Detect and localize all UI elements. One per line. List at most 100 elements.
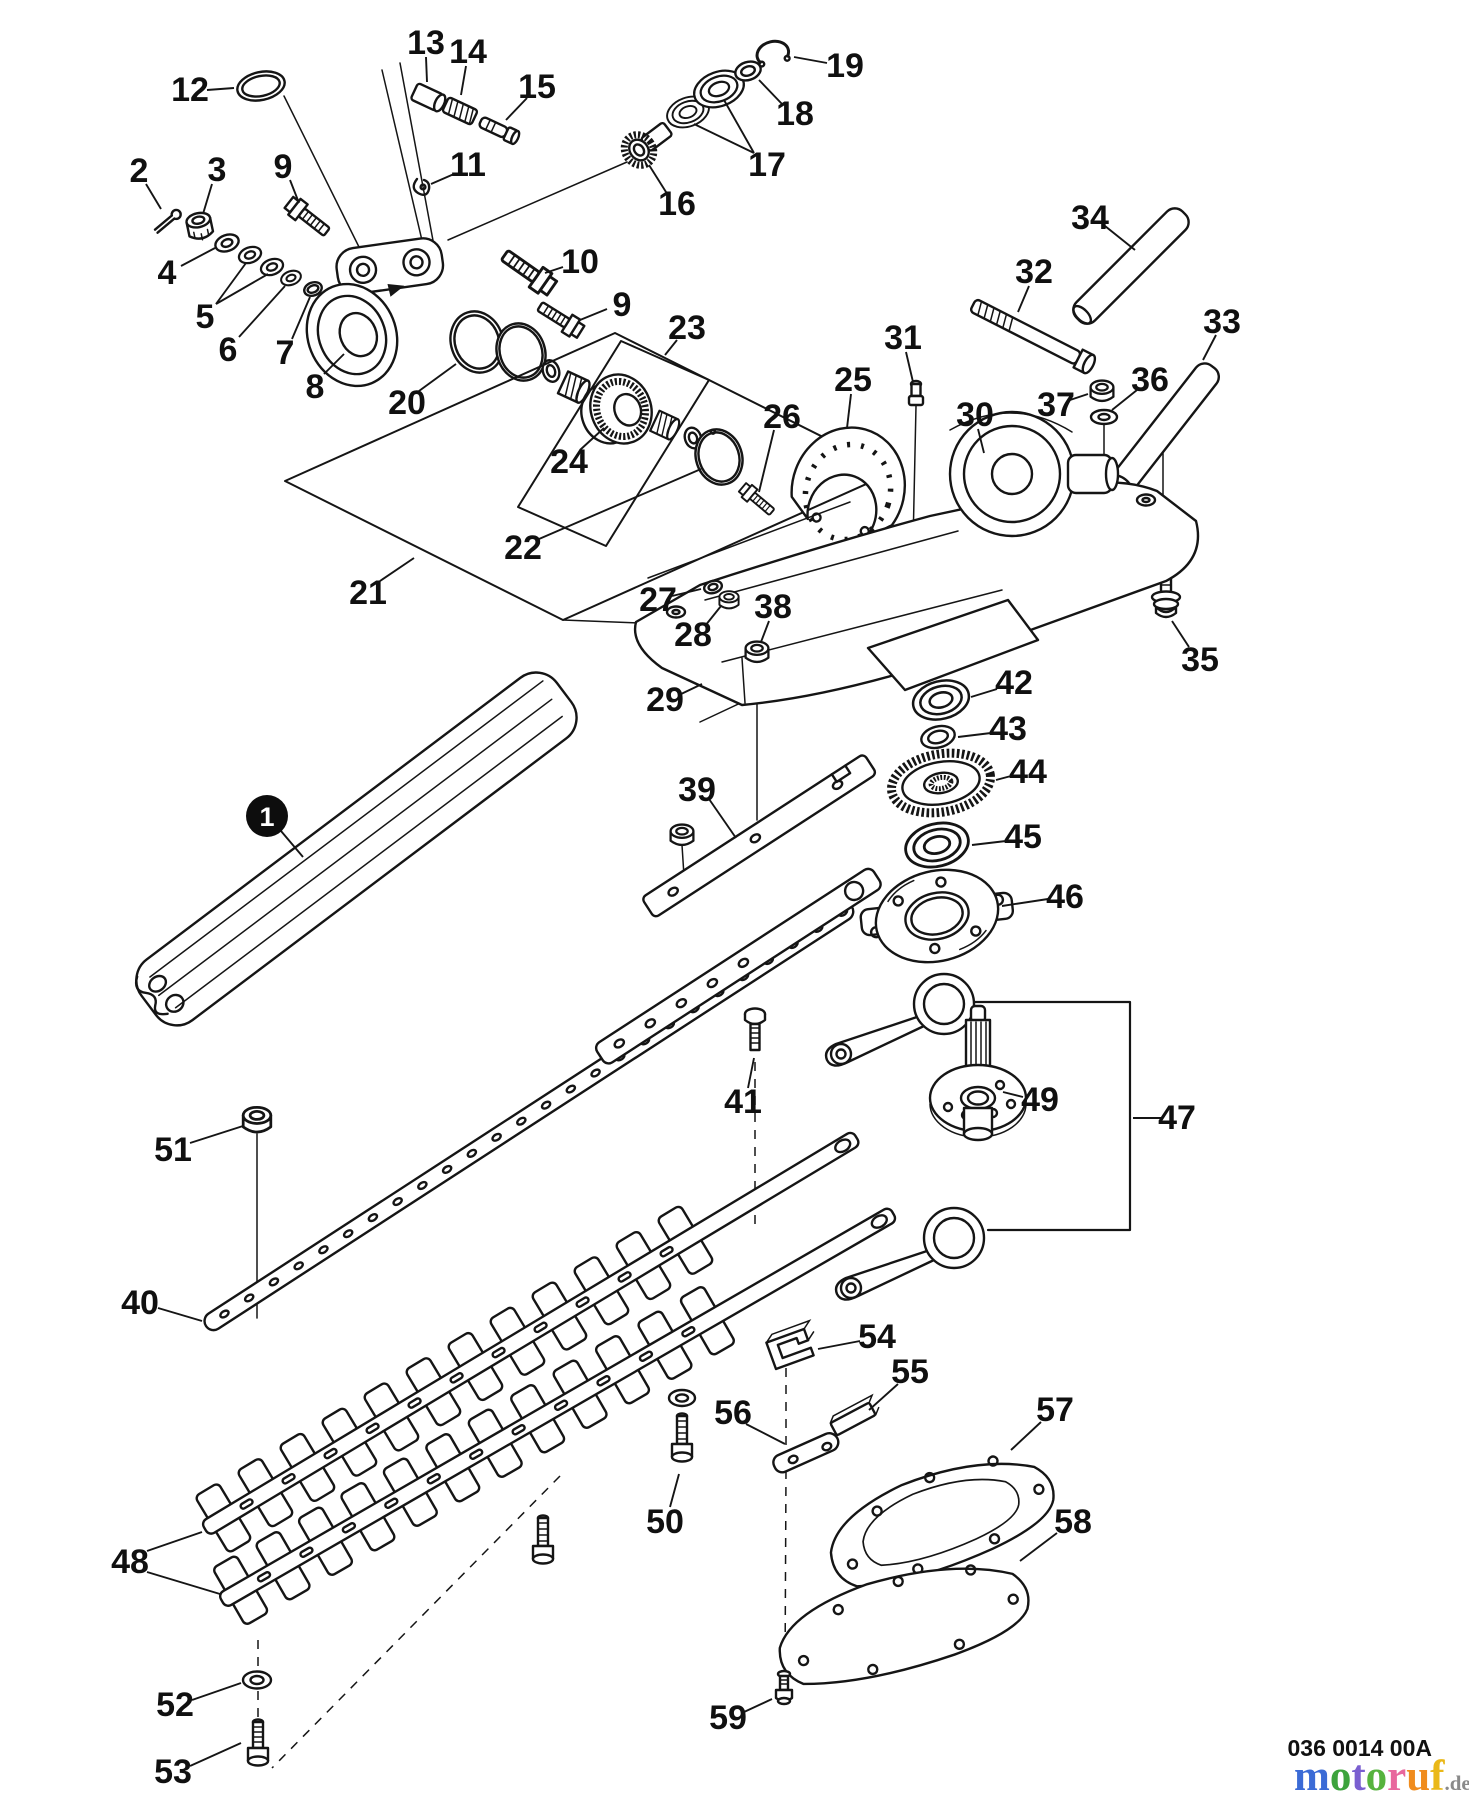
part-label-58: 58 [1054,1503,1092,1541]
leader-line-48 [146,1531,203,1552]
leader-line-54 [817,1340,861,1350]
part-label-38: 38 [754,588,792,626]
part-5-washer-b [257,254,287,280]
leader-line-41 [747,1057,755,1089]
part-label-9: 9 [274,148,293,186]
part-43-washer [920,724,956,750]
part-24-coupler [580,373,653,445]
leader-line-30 [977,428,985,454]
part-13-sleeve [410,82,447,113]
part-7-ring [303,280,323,298]
leader-line-28 [704,605,722,627]
blade-bolt-middle [531,1514,555,1565]
leader-line-59 [743,1698,773,1713]
leader-line-3 [202,183,213,215]
part-46-bearing-flange [859,868,1015,964]
part-36-washer [1089,408,1119,426]
part-label-41: 41 [724,1083,762,1121]
part-45-bearing [899,815,975,875]
leader-line-16 [648,164,667,193]
part-1-blade-cover [134,671,578,1027]
leader-line-31 [905,351,914,383]
part-5-washer-a [235,242,265,268]
leader-line-13 [425,56,428,83]
part-label-18: 18 [776,95,814,133]
part-label-21: 21 [349,574,387,612]
part-label-12: 12 [171,71,209,109]
part-label-52: 52 [156,1686,194,1724]
leader-line-37 [1069,393,1089,401]
leader-line-17 [693,123,755,154]
leader-line-45 [971,840,1007,846]
leader-line-10 [544,266,564,274]
leader-line-19 [793,56,828,64]
leader-line-44 [995,775,1012,781]
part-label-56: 56 [714,1394,752,1432]
leader-line-22 [538,468,702,540]
part-51-nut [241,1105,273,1134]
part-48-blade-lower [213,1207,897,1625]
part-label-10: 10 [561,243,599,281]
leader-line-17 [723,99,755,154]
leader-line-20 [418,363,457,392]
part-21-box [284,332,894,621]
leader-lines [145,56,1217,1767]
part-label-25: 25 [834,361,872,399]
part-label-49: 49 [1021,1081,1059,1119]
part-label-34: 34 [1071,199,1109,237]
part-label-50: 50 [646,1503,684,1541]
part-47-bracket-lines [966,1000,1132,1232]
part-58-plate [778,1564,1030,1686]
part-label-15: 15 [518,68,556,106]
leader-line-9 [289,179,300,204]
part-label-28: 28 [674,616,712,654]
part-25-guard-plate [790,426,906,543]
leader-line-46 [1001,898,1049,907]
leader-line-23 [664,339,678,356]
leader-line-56 [745,1423,786,1445]
flange-nut-b [669,823,695,847]
part-label-30: 30 [956,396,994,434]
leader-line-32 [1017,285,1030,313]
part-6-washer [278,267,304,289]
part-52-washer [241,1670,273,1690]
part-label-32: 32 [1015,253,1053,291]
part-54-clamp [765,1319,815,1371]
leader-line-24 [579,427,605,451]
needle-bushing-b [649,409,681,441]
part-9-bolt-b [533,296,588,342]
part-44-bevel-gear [887,748,995,818]
part-label-19: 19 [826,47,864,85]
leader-line-51 [189,1125,244,1144]
leader-line-4 [180,247,216,267]
part-26-screw [736,480,779,520]
part-label-35: 35 [1181,641,1219,679]
part-label-5: 5 [196,298,215,336]
leader-line-34 [1104,225,1136,251]
part-22-retaining-ring [694,428,744,486]
part-label-13: 13 [407,24,445,62]
part-label-20: 20 [388,384,426,422]
part-label-26: 26 [763,398,801,436]
watermark-logo: motoruf.de [1294,1753,1469,1800]
part-label-circle-1 [246,795,288,837]
footer: 036 0014 00A motoruf.de [1287,1735,1469,1800]
part-28-nut [718,590,740,610]
part-11-clip [412,177,431,196]
part-38-flange-nut [744,640,770,664]
part-label-17: 17 [748,146,786,184]
part-label-51: 51 [154,1131,192,1169]
part-2-cotter-pin [153,208,182,234]
part-code: 036 0014 00A [1287,1735,1432,1761]
part-label-11: 11 [450,146,486,184]
part-label-55: 55 [891,1353,929,1391]
part-12-seal-ring [236,70,286,102]
part-27-washer [702,579,724,595]
leader-line-29 [678,683,703,696]
part-label-40: 40 [121,1284,159,1322]
part-label-45: 45 [1004,818,1042,856]
part-label-16: 16 [658,185,696,223]
